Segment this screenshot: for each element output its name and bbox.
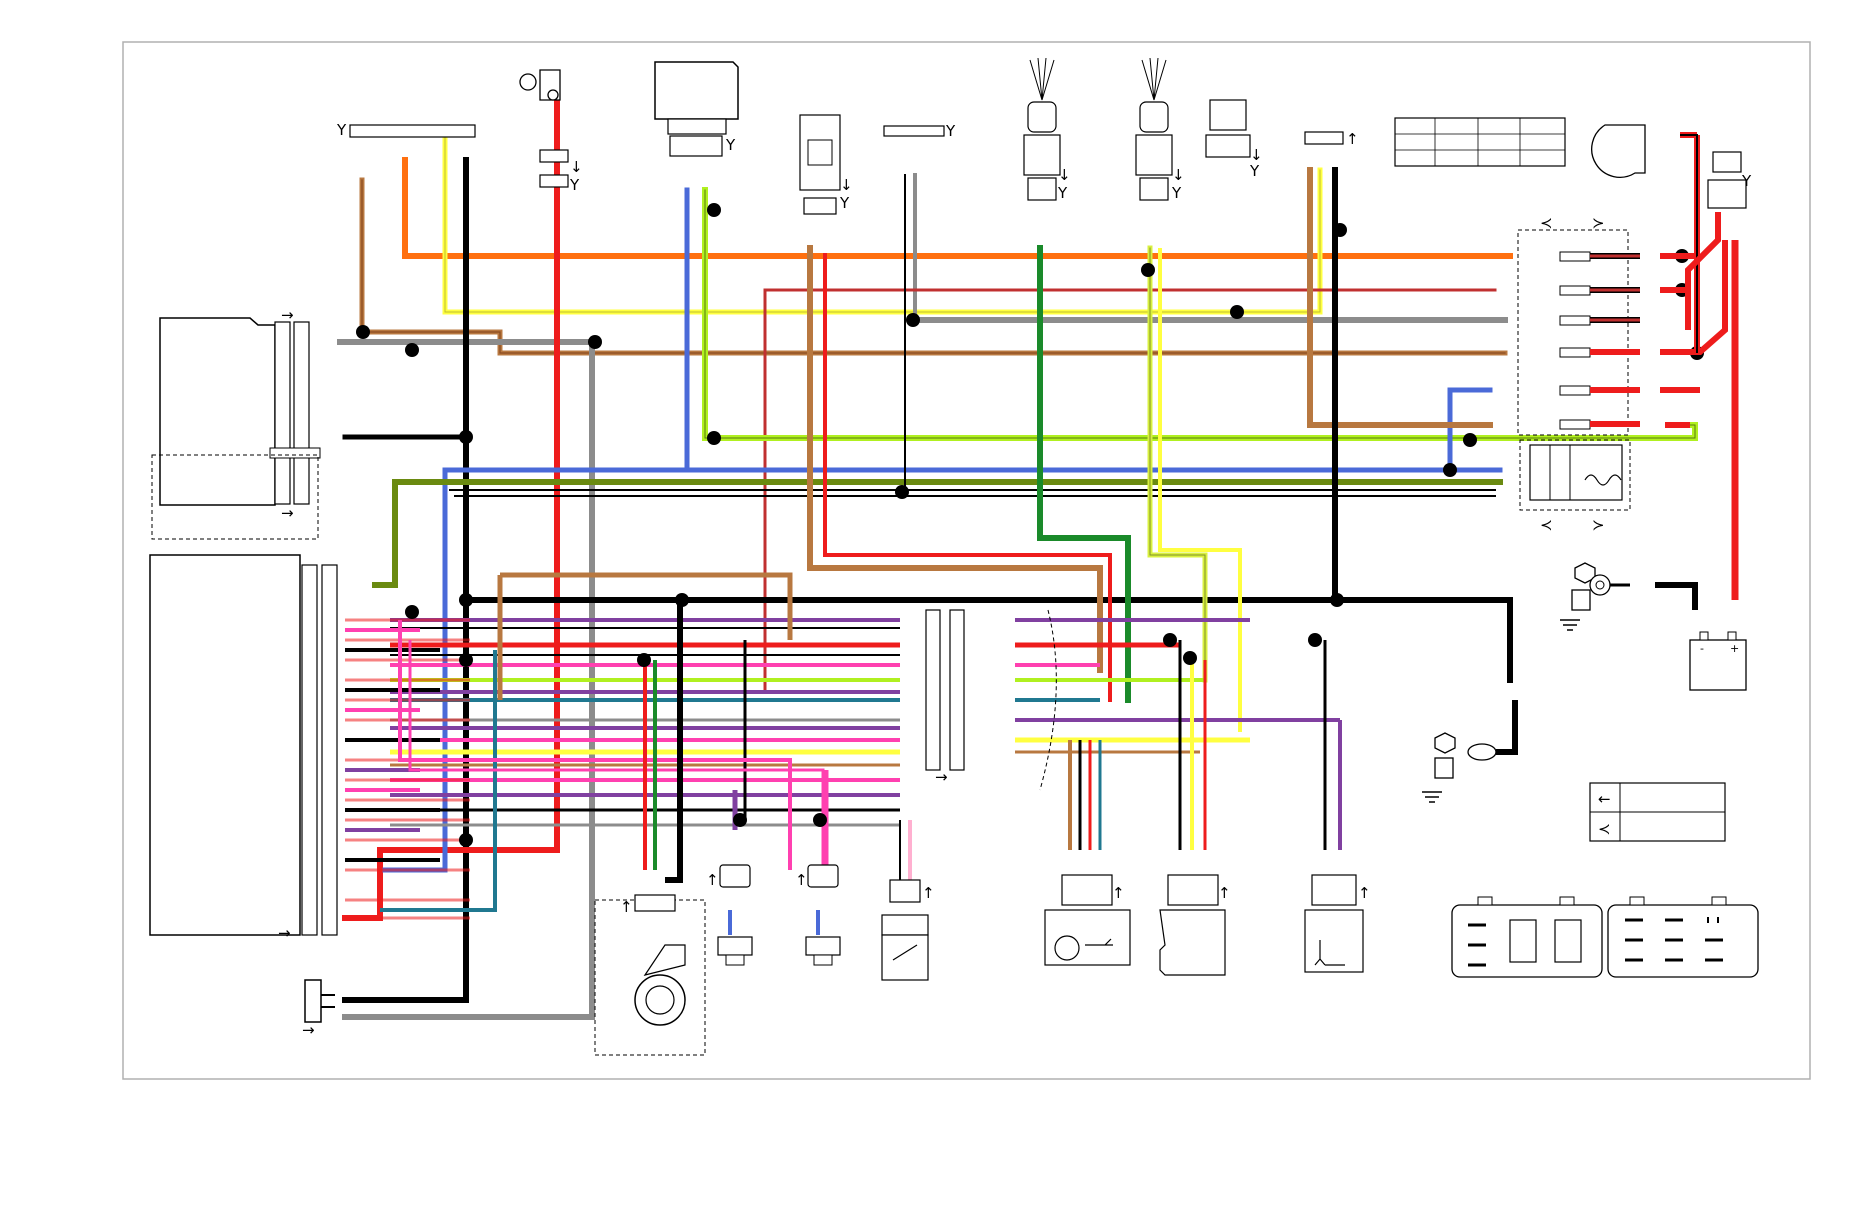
fuse-box: ≺ ≻ xyxy=(1517,214,1629,436)
relay-regulator: ≺ ≻ xyxy=(1519,439,1631,534)
arrow-up-label: ↑ xyxy=(922,884,935,902)
crank-sensor: ↑ xyxy=(594,894,706,1056)
injector-connector: ↓ Y xyxy=(1205,99,1263,180)
legend-symbol-1: ← xyxy=(1598,790,1611,808)
arrow-down-label: ↓ xyxy=(570,158,583,176)
bottom-left-connector: → xyxy=(302,979,335,1039)
ground-bolt-upper xyxy=(1560,562,1698,631)
battery: - + xyxy=(1689,631,1747,691)
arrow-label: → xyxy=(278,924,291,942)
legend: ← ≺ xyxy=(1589,782,1726,842)
fork-back-label: ≻ xyxy=(1592,516,1605,534)
arrow-down-label: ↓ xyxy=(1172,166,1185,184)
center-splice: → xyxy=(925,609,965,786)
lower-harness xyxy=(345,572,1342,920)
y-label: Y xyxy=(1249,162,1260,180)
y-label: Y xyxy=(1171,184,1182,202)
y-label: Y xyxy=(569,176,580,194)
fork-label: ≺ xyxy=(1540,214,1553,232)
instrument-cluster: → xyxy=(149,554,338,942)
connector-small-top: ↑ xyxy=(1304,130,1359,148)
wire-blue-long xyxy=(382,187,690,873)
fork-back-label: ≻ xyxy=(1592,214,1605,232)
arrow-label: → xyxy=(281,504,294,522)
diagram-frame xyxy=(122,41,1811,1080)
main-fuse: Y xyxy=(1707,151,1752,209)
y-label: Y xyxy=(945,122,956,140)
minus-label: - xyxy=(1700,642,1704,655)
wire-yellow-green xyxy=(1147,245,1208,683)
relay-module-top: Y xyxy=(654,61,739,157)
arrow-up-label: ↑ xyxy=(1112,884,1125,902)
arrow-up-label: ↑ xyxy=(1346,130,1359,148)
center-splice-2 xyxy=(1039,609,1057,791)
wire-black-right xyxy=(463,167,1338,603)
ignition-coil-2: ↓ Y xyxy=(1135,57,1185,202)
y-label: Y xyxy=(1057,184,1068,202)
connector-bar-top-left: Y xyxy=(336,121,476,139)
ignition-switch: ↓ Y xyxy=(519,69,583,194)
wire-dark-green xyxy=(1037,245,1131,703)
starter-motor: ↑ xyxy=(1044,874,1131,966)
connector-bar-top-mid: Y xyxy=(883,122,956,140)
wire-orange-main xyxy=(402,157,1513,259)
arrow-label: → xyxy=(281,306,294,324)
y-label: Y xyxy=(725,136,736,154)
arrow-up-label: ↑ xyxy=(706,871,719,889)
y-label: Y xyxy=(1741,172,1752,190)
legend-symbol-2: ≺ xyxy=(1598,820,1611,838)
ground-bolt-lower xyxy=(1422,700,1518,803)
arrow-label: → xyxy=(302,1021,315,1039)
fork-label: ≺ xyxy=(1540,516,1553,534)
upper-harness xyxy=(337,97,1698,1020)
arrow-up-label: ↑ xyxy=(1218,884,1231,902)
connector-face-left xyxy=(1451,896,1603,978)
y-label: Y xyxy=(839,194,850,212)
connector-face-right xyxy=(1607,896,1759,978)
horn xyxy=(1591,124,1646,178)
arrow-up-label: ↑ xyxy=(1358,884,1371,902)
sender-unit-top: ↓ Y xyxy=(799,114,853,215)
fuel-pump: ↑ xyxy=(1159,874,1231,976)
arrow-up-label: ↑ xyxy=(795,871,808,889)
temperature-sensor: ↑ xyxy=(881,879,935,981)
switch-table xyxy=(1394,117,1566,167)
wire-red-right xyxy=(823,253,1112,702)
arrow-up-label: ↑ xyxy=(620,898,633,916)
junction-dots xyxy=(356,203,1704,847)
arrow-down-label: ↓ xyxy=(1250,146,1263,164)
arrow-down-label: ↓ xyxy=(840,176,853,194)
arrow-label: → xyxy=(935,768,948,786)
fuel-level-sender: ↑ xyxy=(1304,874,1371,973)
arrow-down-label: ↓ xyxy=(1058,166,1071,184)
wire-olive-green xyxy=(372,479,1503,588)
wire-yellow-upper xyxy=(442,135,1323,315)
y-label: Y xyxy=(336,121,347,139)
fuse-box-wiring xyxy=(1590,132,1739,600)
wire-brown-right xyxy=(1307,167,1493,428)
ignition-coil-1: ↓ Y xyxy=(1023,57,1071,202)
pressure-switch-2: ↑ xyxy=(795,864,841,966)
pressure-switch-1: ↑ xyxy=(706,864,753,966)
control-unit-top: → → xyxy=(151,306,321,540)
plus-label: + xyxy=(1730,642,1739,655)
